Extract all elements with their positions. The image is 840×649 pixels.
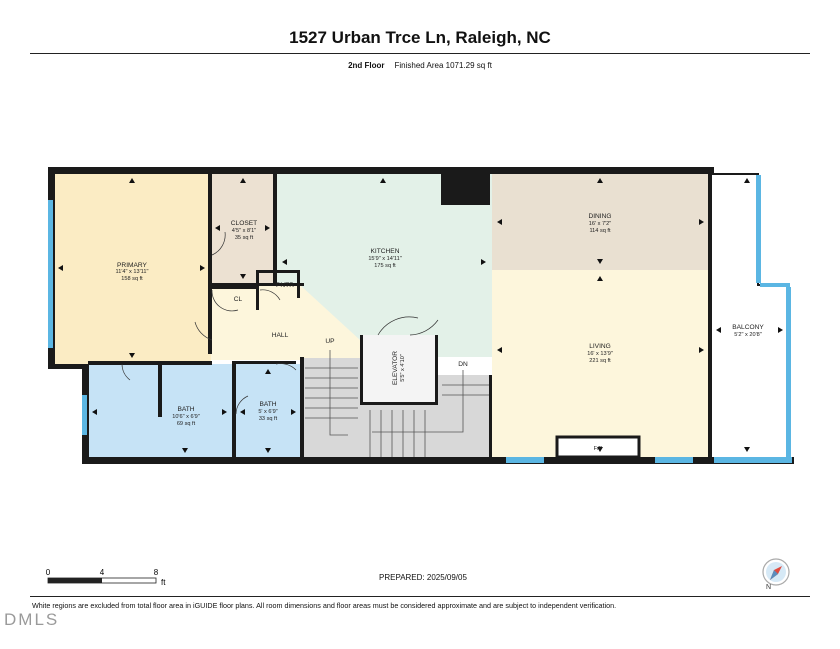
header-rule bbox=[30, 53, 810, 54]
bath1-name: BATH bbox=[177, 406, 194, 413]
floor-label: 2nd Floor bbox=[348, 61, 385, 70]
scale-unit: ft bbox=[161, 578, 166, 587]
dining-dims: 16' x 7'2" bbox=[589, 221, 611, 227]
plan-subtitle: 2nd Floor Finished Area 1071.29 sq ft bbox=[0, 61, 840, 70]
dining-name: DINING bbox=[588, 213, 611, 220]
stairs-up-label: UP bbox=[325, 338, 335, 345]
room-dining bbox=[492, 172, 710, 270]
mls-watermark: DMLS bbox=[4, 610, 60, 629]
bath2-name: BATH bbox=[259, 401, 276, 408]
primary-name: PRIMARY bbox=[117, 262, 148, 269]
closet-area: 35 sq ft bbox=[235, 235, 254, 241]
balcony-dims: 5'2" x 20'8" bbox=[734, 332, 762, 338]
balcony-outline bbox=[712, 173, 789, 462]
pantry-name: PNTR bbox=[276, 282, 294, 289]
closet-dims: 4'5" x 8'1" bbox=[232, 228, 256, 234]
finished-area: Finished Area 1071.29 sq ft bbox=[394, 61, 492, 70]
room-living bbox=[492, 270, 710, 460]
cl-name: CL bbox=[234, 296, 243, 303]
living-area: 221 sq ft bbox=[589, 358, 611, 364]
bath1-area: 69 sq ft bbox=[177, 421, 196, 427]
primary-dims: 11'4" x 13'11" bbox=[116, 269, 149, 275]
stairs-down bbox=[360, 405, 492, 460]
column bbox=[441, 172, 490, 205]
dining-area: 114 sq ft bbox=[589, 228, 610, 234]
scale-tick-4: 4 bbox=[100, 568, 105, 577]
plan-title: 1527 Urban Trce Ln, Raleigh, NC bbox=[289, 28, 551, 47]
stair-treads bbox=[305, 350, 490, 458]
door-swings bbox=[121, 231, 439, 415]
primary-area: 158 sq ft bbox=[121, 276, 143, 282]
room-primary bbox=[53, 172, 211, 364]
bath1-dims: 10'6" x 6'9" bbox=[172, 414, 200, 420]
elevator-dims: 5'5" x 4'10" bbox=[400, 354, 406, 382]
stairs-down-label: DN bbox=[458, 361, 468, 368]
balcony-name: BALCONY bbox=[732, 324, 764, 331]
room-bath-2 bbox=[234, 364, 302, 460]
footer-rule bbox=[30, 596, 810, 597]
scale-tick-8: 8 bbox=[154, 568, 159, 577]
hall-name: HALL bbox=[272, 332, 289, 339]
bath2-dims: 5' x 6'9" bbox=[258, 409, 277, 415]
closet-name: CLOSET bbox=[231, 220, 257, 227]
compass-north: N bbox=[766, 584, 771, 591]
elevator-name: ELEVATOR bbox=[392, 351, 399, 385]
kitchen-name: KITCHEN bbox=[371, 248, 400, 255]
stairs-landing bbox=[438, 375, 492, 405]
compass-icon: N bbox=[762, 558, 790, 591]
living-dims: 16' x 13'9" bbox=[587, 351, 613, 357]
windows bbox=[48, 175, 792, 463]
dimension-arrows bbox=[58, 178, 783, 453]
prepared-date: PREPARED: 2025/09/05 bbox=[379, 573, 467, 582]
kitchen-dims: 15'9" x 14'11" bbox=[368, 256, 401, 262]
elevator-shaft bbox=[360, 335, 438, 405]
stairs-up bbox=[302, 358, 360, 460]
bath2-area: 33 sq ft bbox=[259, 416, 278, 422]
scale-tick-0: 0 bbox=[46, 568, 51, 577]
disclaimer: White regions are excluded from total fl… bbox=[32, 601, 617, 610]
room-hall bbox=[211, 285, 360, 360]
scale-bar: 0 4 8 ft bbox=[46, 568, 166, 587]
living-name: LIVING bbox=[589, 343, 611, 350]
fireplace-label: F/P bbox=[594, 446, 603, 452]
kitchen-area: 175 sq ft bbox=[374, 263, 396, 269]
